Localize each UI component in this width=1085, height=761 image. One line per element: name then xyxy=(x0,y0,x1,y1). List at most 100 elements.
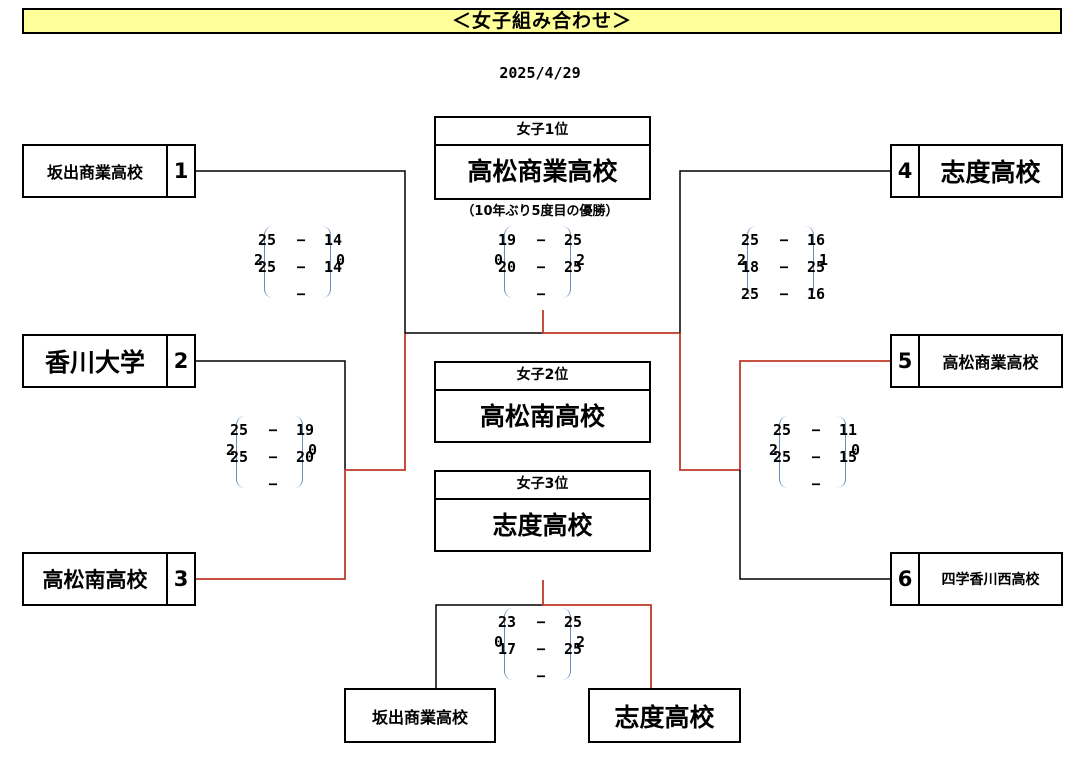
paren-left xyxy=(779,416,788,488)
rank-third: 女子3位 志度高校 xyxy=(434,470,651,552)
set-row: 25−19 xyxy=(182,420,362,440)
set-row: − xyxy=(450,666,630,686)
set-score-right: 20 xyxy=(296,448,315,466)
set-row: 25 −20 xyxy=(182,447,362,467)
set-score-right: 14 xyxy=(324,258,343,276)
third-place-team-right: 志度高校 xyxy=(588,688,741,743)
paren-right xyxy=(322,226,331,298)
set-row: 17 −25 xyxy=(450,639,630,659)
rank-label: 女子3位 xyxy=(436,472,649,500)
paren-left xyxy=(504,226,513,298)
total-right: 2 xyxy=(576,251,586,269)
set-dash: − xyxy=(268,475,278,493)
set-dash: − xyxy=(536,640,546,658)
set-row: − xyxy=(182,474,362,494)
team-name: 坂出商業高校 xyxy=(46,163,143,182)
bracket-line-t1 xyxy=(196,170,406,333)
team-seed: 4 xyxy=(892,146,920,196)
bracket-line-t4 xyxy=(679,170,890,333)
set-score-left: 25 xyxy=(740,285,759,303)
total-right: 1 xyxy=(819,251,829,269)
set-score-left: 25 xyxy=(229,448,248,466)
set-row: − xyxy=(210,284,390,304)
rank-team: 高松南高校 xyxy=(479,402,605,431)
total-left: 2 xyxy=(769,441,779,459)
team-5: 5 高松商業高校 xyxy=(890,334,1063,388)
set-score-left: 23 xyxy=(497,613,516,631)
set-score-right: 25 xyxy=(807,258,826,276)
set-dash: − xyxy=(296,285,306,303)
total-right: 0 xyxy=(308,441,318,459)
team-name: 志度高校 xyxy=(614,702,715,732)
set-score-left: 17 xyxy=(497,640,516,658)
team-seed: 3 xyxy=(166,554,194,604)
set-row: 23−25 xyxy=(450,612,630,632)
total-right: 2 xyxy=(576,633,586,651)
set-dash: − xyxy=(779,231,789,249)
total-right: 0 xyxy=(336,251,346,269)
team-name: 高松商業高校 xyxy=(942,353,1039,372)
team-seed: 2 xyxy=(166,336,194,386)
set-row: 25−16 xyxy=(693,284,873,304)
set-dash: − xyxy=(296,231,306,249)
page-title: ＜女子組み合わせ＞ xyxy=(22,8,1062,34)
paren-left xyxy=(264,226,273,298)
set-dash: − xyxy=(536,258,546,276)
set-score-left: 25 xyxy=(257,231,276,249)
team-name: 坂出商業高校 xyxy=(371,707,468,727)
rank-label: 女子2位 xyxy=(436,363,649,391)
total-right: 0 xyxy=(851,441,861,459)
set-score-right: 25 xyxy=(564,258,583,276)
set-score-right: 11 xyxy=(839,421,858,439)
set-score-left: 25 xyxy=(229,421,248,439)
set-row: 25−15 xyxy=(725,447,905,467)
total-left: 2 xyxy=(226,441,236,459)
total-left: 0 xyxy=(494,251,504,269)
set-row: 20 −25 xyxy=(450,257,630,277)
rank-team: 志度高校 xyxy=(492,511,593,540)
team-seed: 6 xyxy=(892,554,920,604)
bracket-line-t6 xyxy=(739,470,890,580)
set-row: − xyxy=(725,474,905,494)
rank-first: 女子1位 高松商業高校 xyxy=(434,116,651,200)
total-left: 2 xyxy=(737,251,747,269)
set-dash: − xyxy=(811,448,821,466)
team-name: 志度高校 xyxy=(940,158,1041,187)
set-score-left: 25 xyxy=(772,448,791,466)
team-name: 高松南高校 xyxy=(42,568,148,592)
team-1: 坂出商業高校 1 xyxy=(22,144,196,198)
total-left: 2 xyxy=(254,251,264,269)
set-score-right: 25 xyxy=(564,231,583,249)
set-score-left: 20 xyxy=(497,258,516,276)
set-score-right: 25 xyxy=(564,640,583,658)
set-dash: − xyxy=(779,285,789,303)
rank-label: 女子1位 xyxy=(436,118,649,146)
total-left: 0 xyxy=(494,633,504,651)
set-score-right: 16 xyxy=(807,231,826,249)
set-dash: − xyxy=(779,258,789,276)
set-row: 25−11 xyxy=(725,420,905,440)
team-name: 香川大学 xyxy=(44,348,145,377)
bracket-line-t2 xyxy=(196,360,346,470)
paren-left xyxy=(236,416,245,488)
paren-right xyxy=(805,226,814,298)
set-dash: − xyxy=(536,285,546,303)
rank-second: 女子2位 高松南高校 xyxy=(434,361,651,443)
set-score-left: 25 xyxy=(772,421,791,439)
team-4: 4 志度高校 xyxy=(890,144,1063,198)
set-score-left: 25 xyxy=(740,231,759,249)
set-dash: − xyxy=(536,231,546,249)
team-6: 6 四学香川西高校 xyxy=(890,552,1063,606)
set-dash: − xyxy=(268,448,278,466)
set-row: 19−25 xyxy=(450,230,630,250)
set-score-left: 18 xyxy=(740,258,759,276)
bracket-line-third-winner xyxy=(542,580,652,688)
rank-team: 高松商業高校 xyxy=(467,157,618,186)
winner-note: （10年ぶり5度目の優勝） xyxy=(461,204,619,219)
third-place-team-left: 坂出商業高校 xyxy=(344,688,496,743)
paren-right xyxy=(837,416,846,488)
set-score-right: 19 xyxy=(296,421,315,439)
tournament-date: 2025/4/29 xyxy=(499,64,581,82)
team-3: 高松南高校 3 xyxy=(22,552,196,606)
